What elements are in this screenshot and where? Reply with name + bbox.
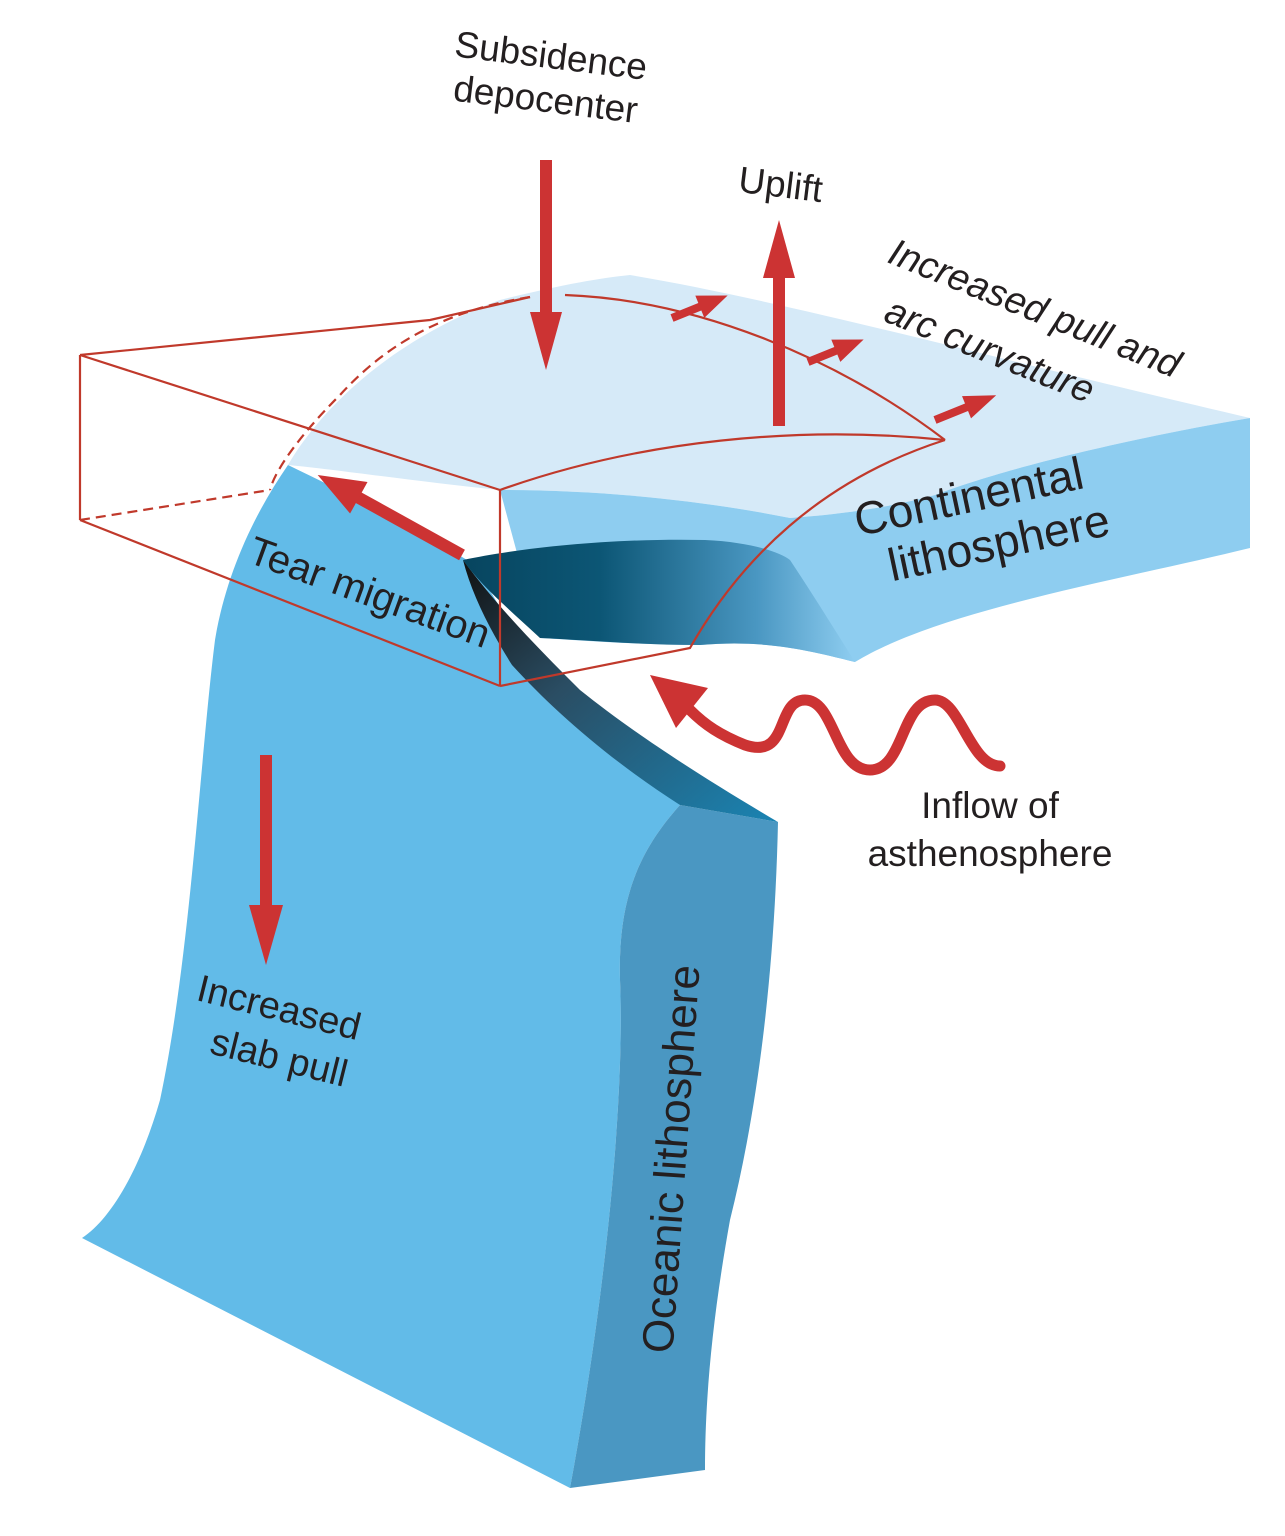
oceanic-slab-edge [570,805,778,1488]
inflow-wavy-arrow [650,675,1006,776]
inflow-label: Inflow of asthenosphere [868,785,1113,874]
box-bottom-right-edge [499,438,946,688]
uplift-label: Uplift [736,159,825,210]
hinge-box-outline [78,293,946,688]
arc-pull-arrow-2 [806,339,864,366]
oceanic-slab-face [82,465,680,1488]
continental-top-surface [288,275,1250,518]
inflow-label-line1: Inflow of [921,785,1060,826]
arc-pull-arrow-1 [670,295,728,322]
subsidence-arrow [530,160,562,370]
box-hinge-dashed-curve [268,295,531,491]
box-bottom-left-dashed [79,488,271,522]
tear-gap [463,539,855,662]
arc-pull-arrows [670,295,997,424]
box-top-right-edge [499,433,946,492]
arc-pull-arrow-3 [933,395,997,424]
box-back-curve [564,293,946,441]
box-bottom-front-edge [79,518,501,688]
box-top-front-edge [79,353,501,492]
tear-migration-arrow [317,475,465,561]
slab-pull-arrow [249,755,283,965]
subsidence-label: Subsidence depocenter [451,24,649,131]
uplift-arrow [763,220,795,426]
inflow-label-line2: asthenosphere [868,833,1113,874]
